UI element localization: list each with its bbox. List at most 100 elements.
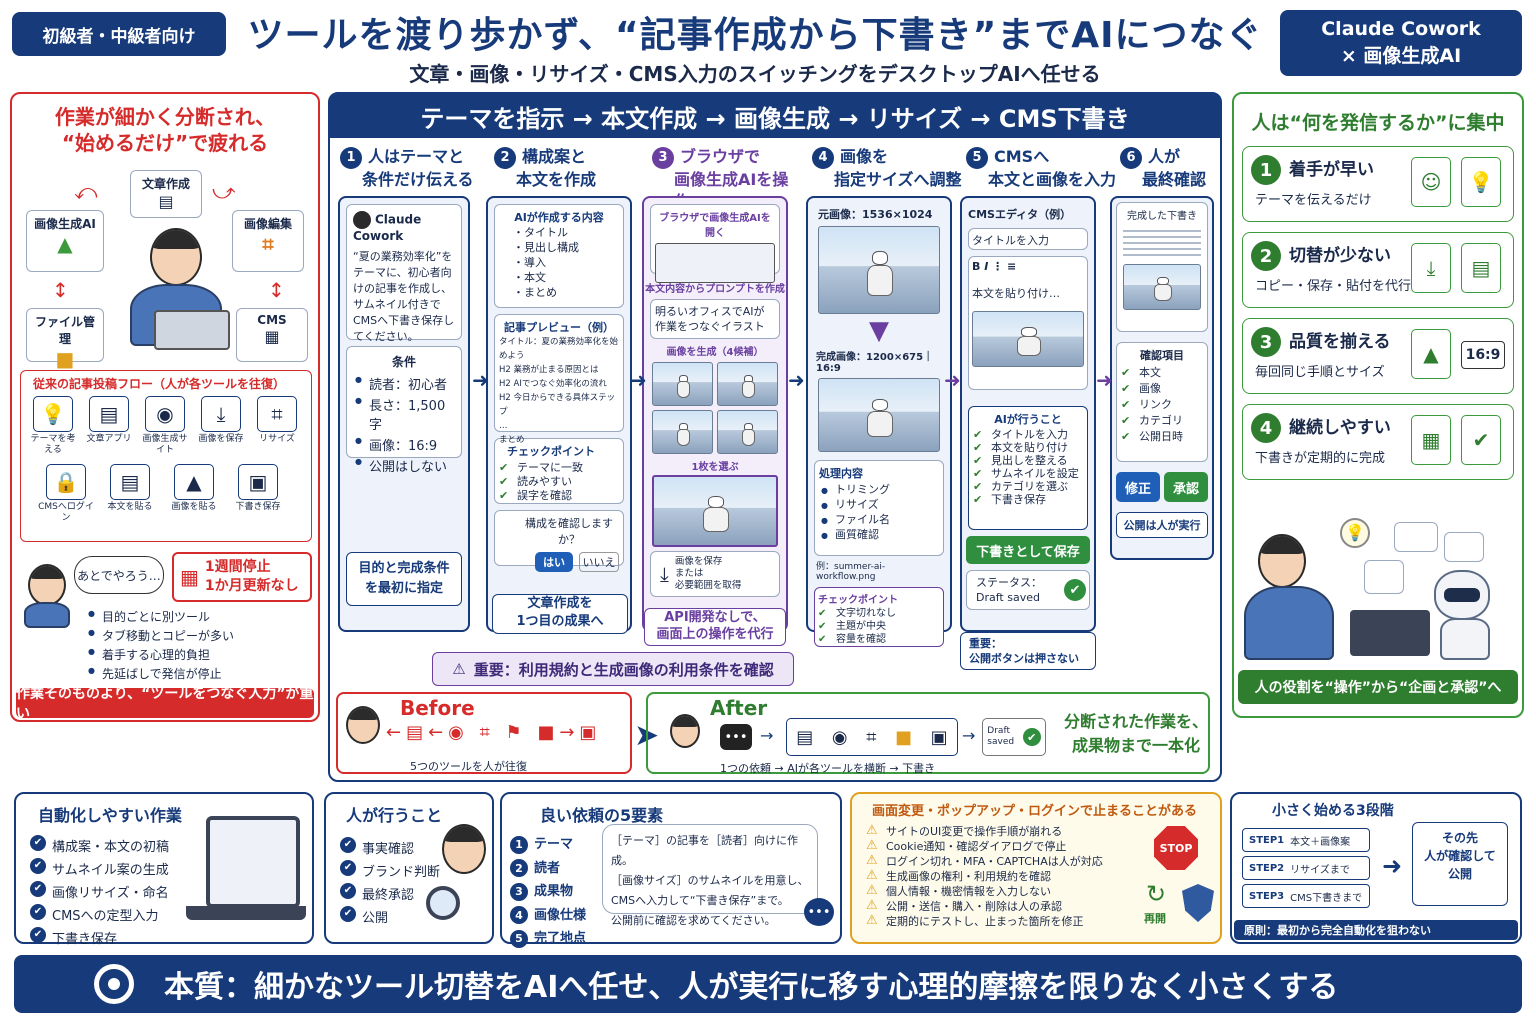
down-arrow-icon: ▼ — [869, 316, 889, 346]
human-tasks-panel: 人が行うこと 事実確認ブランド判断最終承認公開 — [324, 792, 494, 944]
template-line: ［テーマ］の記事を［読者］向けに作成。 — [611, 834, 798, 867]
step-heading-line2: 本文を作成 — [516, 169, 597, 189]
step4-process: 処理内容 トリミングリサイズファイル名画質確認 — [814, 460, 944, 556]
request-text: 完了地点 — [534, 931, 587, 946]
request-number: 1 — [510, 835, 528, 854]
ai-task-item: 本文を貼り付け — [973, 442, 1083, 453]
benefit-desc: コピー・保存・貼付を代行 — [1255, 279, 1412, 294]
stop-text: 1週間停止 1か月更新なし — [205, 558, 299, 596]
step6-check-title: 確認項目 — [1140, 349, 1184, 362]
step-heading-line1: 構成案と — [522, 147, 587, 166]
page-subtitle: 文章・画像・リサイズ・CMS入力のスイッチングをデスクトップAIへ任せる — [409, 62, 1101, 86]
benefit-desc: 毎回同じ手順とサイズ — [1255, 365, 1385, 380]
candidate-image[interactable] — [652, 410, 713, 454]
person-head — [1258, 534, 1306, 588]
flow-step-label: リサイズ — [259, 434, 295, 444]
step-heading-line1: 人はテーマと — [368, 147, 465, 166]
save-draft-button[interactable]: 下書きとして保存 — [966, 536, 1090, 564]
lock-icon: 🔒 — [46, 464, 86, 500]
template-line: ［画像サイズ］のサムネイルを用意し、 — [611, 874, 809, 887]
arrow-right-icon: ➜ — [1096, 368, 1113, 392]
benefit-desc: 下書きが定期的に完成 — [1255, 451, 1386, 466]
step1-chat: Claude Cowork “夏の業務効率化”をテーマに、初心者向けの記事を作成… — [346, 204, 462, 343]
arrow-icon: ↕ — [52, 278, 69, 302]
edit-button[interactable]: 修正 — [1116, 472, 1160, 502]
process-item: ファイル名 — [819, 513, 939, 527]
step3-pick: 1枚を選ぶ — [691, 462, 739, 473]
problem-footer: 作業そのものより、“ツールをつなぐ人力”が重い — [16, 686, 314, 722]
benefit-number: 2 — [1251, 241, 1281, 271]
secondary-icon: 💡 — [1461, 157, 1501, 207]
approve-button[interactable]: 承認 — [1164, 472, 1208, 502]
step2-confirm-text: 構成を確認しますか？ — [525, 517, 613, 546]
step5-ai-list: タイトルを入力本文を貼り付け見出しを整えるサムネイルを設定カテゴリを選ぶ下書き保… — [973, 429, 1083, 505]
stage-next: その先人が確認して公開 — [1412, 822, 1508, 906]
flow-step-label: テーマを考える — [30, 434, 76, 455]
yes-button[interactable]: はい — [535, 552, 573, 572]
secondary-icon: ✔ — [1461, 415, 1501, 465]
ai-task-item: 下書き保存 — [973, 494, 1083, 505]
step-heading-line1: 画像を — [840, 147, 889, 166]
human-task-item: 事実確認 — [340, 837, 492, 857]
flow-step: 🔒CMSへログイン — [37, 464, 95, 524]
save-icon: ▣ — [238, 464, 278, 500]
no-button[interactable]: いいえ — [579, 552, 619, 572]
problem-title-line1: 作業が細かく分断され、 — [54, 105, 276, 129]
risk-item: 生成画像の権利・利用規約を確認 — [866, 869, 1220, 883]
benefit-number: 3 — [1251, 327, 1281, 357]
lightbulb-icon: 💡 — [33, 396, 73, 432]
download-icon: ⤓ — [201, 396, 241, 432]
flow-step: ▲画像を貼る — [165, 464, 223, 513]
arrow-icon: ↕ — [268, 278, 285, 302]
step5-important: 重要：公開ボタンは押さない — [960, 632, 1096, 670]
step5-ai-title: AIが行うこと — [994, 413, 1062, 426]
checkpoint-item: 読みやすい — [499, 476, 619, 487]
stage-text: 本文＋画像案 — [1290, 836, 1351, 848]
arrow-right-icon: → — [962, 726, 976, 745]
traditional-flow: 従来の記事投稿フロー（人が各ツールを往復） 💡テーマを考える▤文章アプリ◉画像生… — [20, 370, 312, 542]
request-number: 4 — [510, 906, 528, 924]
before-person — [346, 706, 380, 744]
candidate-image[interactable] — [717, 410, 778, 454]
ai-task-item: タイトルを入力 — [973, 429, 1083, 440]
cms-icon: ▣ — [930, 726, 948, 748]
flow-title: 従来の記事投稿フロー（人が各ツールを往復） — [33, 377, 286, 391]
after-msg-line1: 分断された作業を、 — [1064, 712, 1209, 731]
cms-body-editor[interactable]: B I ⋮ ≡ 本文を貼り付け… — [968, 256, 1088, 390]
ratio-badge: 16:9 — [1461, 341, 1505, 369]
lightbulb-icon: 💡 — [1340, 518, 1370, 548]
selected-image[interactable] — [652, 475, 778, 547]
checkpoint-item: 主題が中央 — [818, 622, 940, 633]
risk-item: Cookie通知・確認ダイアログで停止 — [866, 839, 1220, 853]
crop-icon: ⌗ — [257, 396, 297, 432]
tool-file: ファイル管理■ — [26, 308, 104, 371]
stop-line1: 1週間停止 — [204, 559, 271, 575]
checkpoint-item: 容量を確認 — [818, 635, 940, 646]
cms-title-input[interactable]: タイトルを入力 — [968, 228, 1088, 250]
step6-column: 完成した下書き 確認項目 本文画像リンクカテゴリ公開日時 修正 承認 公開は人が… — [1110, 196, 1214, 560]
candidate-image[interactable] — [652, 362, 713, 406]
benefit-title-text: 継続しやすい — [1289, 418, 1391, 438]
crop-icon: ⌗ — [262, 232, 274, 256]
candidate-image[interactable] — [717, 362, 778, 406]
resized-image — [818, 378, 940, 452]
risk-panel: 画面変更・ポップアップ・ログインで止まることがある サイトのUI変更で操作手順が… — [850, 792, 1222, 944]
step-heading-line2: 本文と画像を入力 — [988, 169, 1117, 189]
step4-done: 完成画像：1200×675｜16:9 — [816, 352, 934, 374]
problem-bullet: 目的ごとに別ツール — [86, 608, 316, 625]
stop-line2: 1か月更新なし — [204, 578, 299, 594]
arrow-right-icon: ➜ — [944, 368, 961, 392]
browser-window-icon — [655, 243, 775, 283]
step1-app-name: Claude Cowork — [353, 212, 422, 244]
flow-row-2: 🔒CMSへログイン▤本文を貼る▲画像を貼る▣下書き保存 — [21, 460, 311, 528]
stage-next-line2: 人が確認して — [1424, 849, 1496, 863]
tool-image-ai-label: 画像生成AI — [34, 217, 96, 231]
check-item: 本文 — [1121, 366, 1203, 379]
